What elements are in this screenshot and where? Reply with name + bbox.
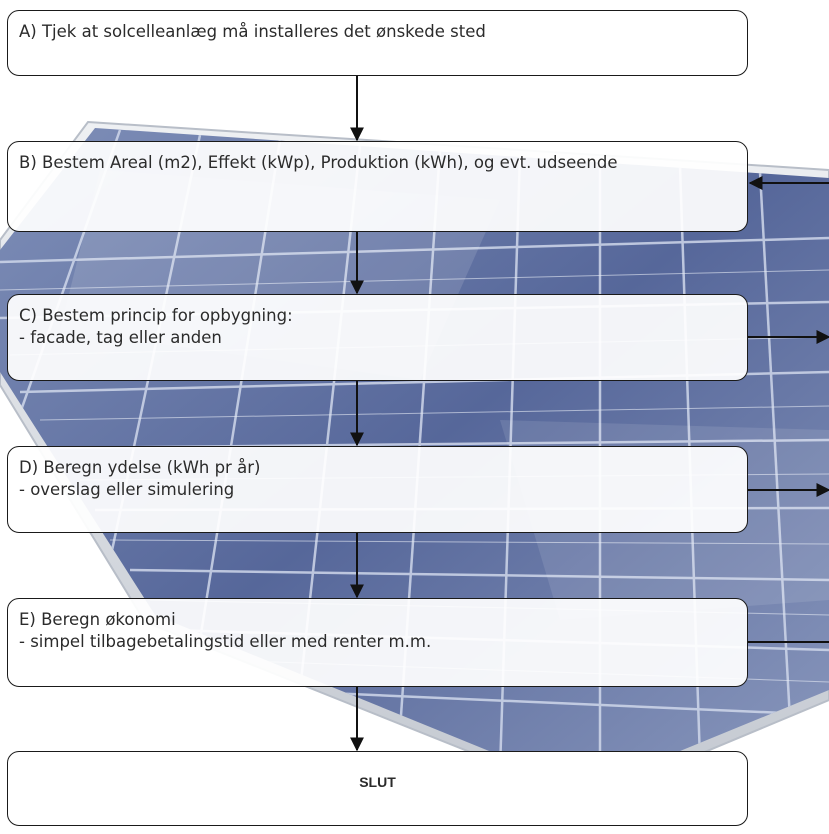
step-box-a: A) Tjek at solcelleanlæg må installeres … [7,10,748,76]
step-box-b: B) Bestem Areal (m2), Effekt (kWp), Prod… [7,141,748,232]
step-box-d: D) Beregn ydelse (kWh pr år) - overslag … [7,446,748,533]
end-label: SLUT [359,774,396,790]
step-d-title: D) Beregn ydelse (kWh pr år) [19,458,261,477]
end-box: SLUT [7,751,748,826]
step-d-detail: - overslag eller simulering [19,480,235,499]
step-e-detail: - simpel tilbagebetalingstid eller med r… [19,632,432,651]
step-e-title: E) Beregn økonomi [19,610,176,629]
step-box-c: C) Bestem princip for opbygning: - facad… [7,294,748,381]
step-box-e: E) Beregn økonomi - simpel tilbagebetali… [7,598,748,687]
step-a-text: A) Tjek at solcelleanlæg må installeres … [19,22,486,41]
step-c-title: C) Bestem princip for opbygning: [19,306,293,325]
step-b-text: B) Bestem Areal (m2), Effekt (kWp), Prod… [19,153,618,172]
step-c-detail: - facade, tag eller anden [19,328,222,347]
